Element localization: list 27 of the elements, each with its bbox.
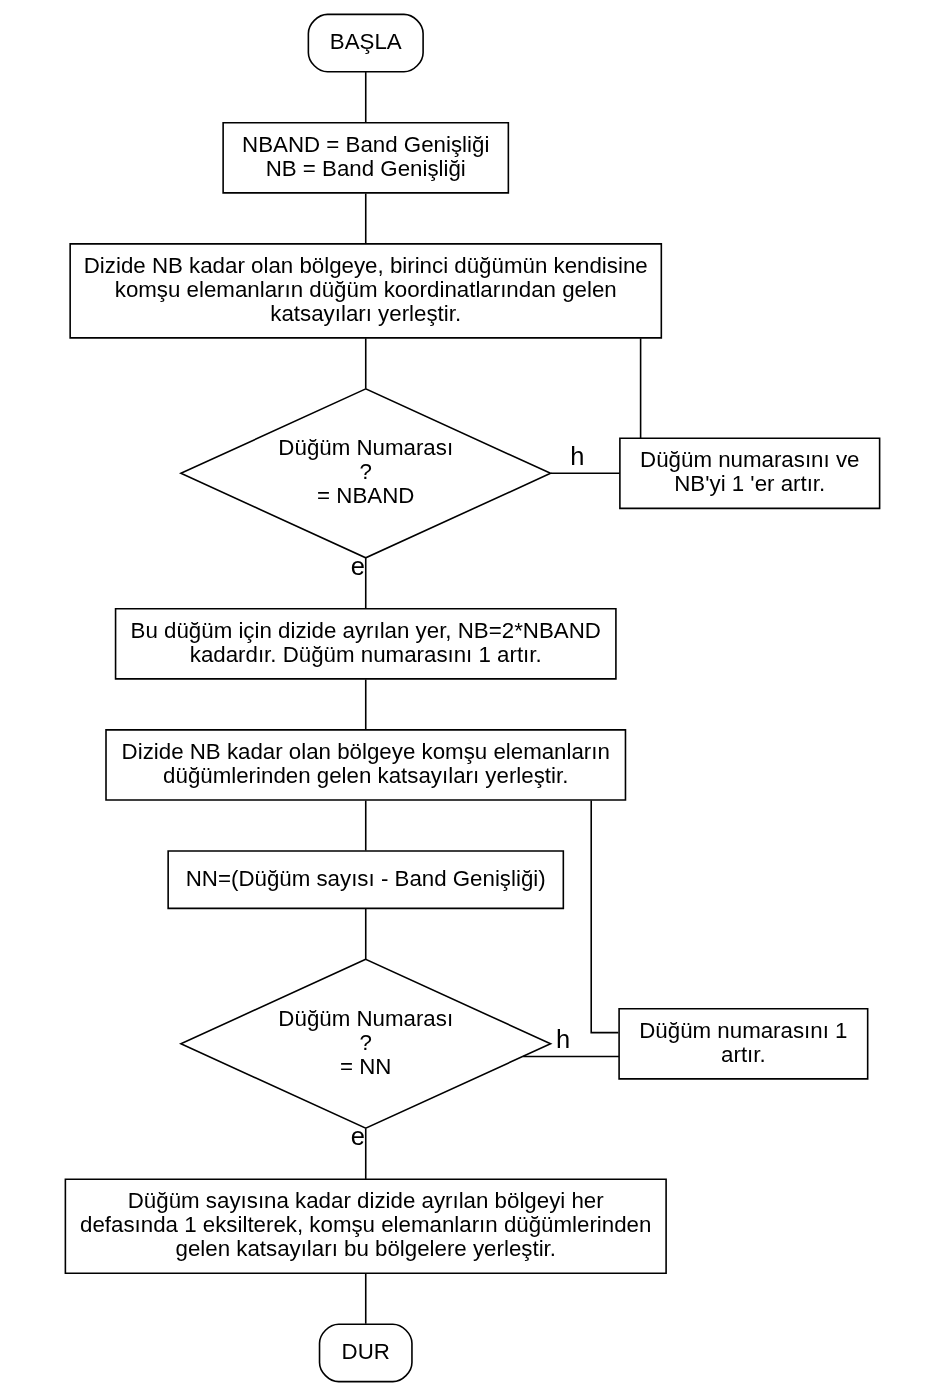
node-box: NN=(Düğüm sayısı - Band Genişliği) <box>166 850 564 910</box>
node-box: DUR <box>318 1323 413 1383</box>
node-box: Dizide NB kadar olan bölgeye komşu elemanların düğümlerinden gelen katsayıları yerleştir. <box>104 729 626 801</box>
connector <box>364 557 367 610</box>
connector <box>589 799 619 1034</box>
edge-label: h <box>569 442 584 471</box>
node-diamond: Düğüm Numarası ? = NN <box>178 958 552 1130</box>
connector <box>639 337 641 439</box>
node-box: BAŞLA <box>307 13 424 73</box>
node-box: NBAND = Band Genişliği NB = Band Genişliği <box>221 121 509 194</box>
node-diamond: Düğüm Numarası ? = NBAND <box>178 388 552 559</box>
connector <box>549 472 620 475</box>
node-box: Bu düğüm için dizide ayrılan yer, NB=2*NBAND kadardır. Düğüm numarasını 1 artır. <box>114 607 617 680</box>
edge-label: h <box>555 1025 570 1054</box>
node-box: Düğüm numarasını ve NB'yi 1 'er artır. <box>618 437 880 510</box>
node-box: Düğüm numarasını 1 artır. <box>617 1007 868 1080</box>
connector <box>364 908 367 960</box>
connector <box>521 1055 620 1058</box>
connector <box>364 192 367 245</box>
connector <box>364 799 367 852</box>
node-box: Dizide NB kadar olan bölgeye, birinci düğümün kendisine komşu elemanların düğüm koordinatlarından gelen katsayıları yerleştir. <box>68 243 662 339</box>
connector <box>364 337 367 390</box>
connector <box>364 71 367 124</box>
connector <box>364 1127 367 1180</box>
connector <box>364 678 367 731</box>
connector <box>364 1272 367 1325</box>
node-box: Düğüm sayısına kadar dizide ayrılan bölgeyi her defasında 1 eksilterek, komşu elemanların düğümlerinden gelen katsayıları bu bölgelere yerleştir. <box>64 1178 667 1275</box>
